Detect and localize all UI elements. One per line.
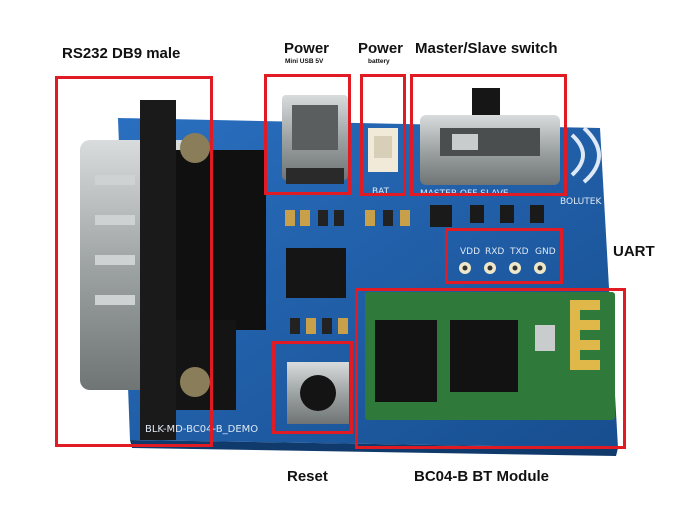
smd-components	[285, 205, 544, 334]
label-power-bat: Power	[358, 40, 404, 57]
slide-switch	[420, 88, 560, 185]
silk-brand: BOLUTEK	[560, 197, 602, 207]
silk-pin-rxd: RXD	[485, 247, 504, 257]
highlight-uart	[445, 228, 563, 284]
silk-pin-gnd: GND	[535, 247, 556, 257]
silk-pin-vdd: VDD	[460, 247, 480, 257]
mini-usb-connector	[282, 95, 348, 184]
label-power-bat-sub: battery	[368, 58, 390, 65]
label-switch: Master/Slave switch	[415, 40, 558, 57]
highlight-bt-module	[355, 288, 626, 449]
db9-connector	[80, 100, 266, 440]
silk-board-name: BLK-MD-BC04-B_DEMO	[145, 424, 258, 435]
highlight-mini-usb	[264, 74, 351, 195]
highlight-battery	[360, 74, 406, 196]
label-bt-module: BC04-B BT Module	[414, 468, 549, 485]
bt-module	[365, 292, 615, 420]
battery-connector	[368, 128, 398, 172]
silk-pin-txd: TXD	[509, 247, 529, 257]
reset-switch	[287, 362, 349, 424]
label-rs232: RS232 DB9 male	[62, 45, 181, 62]
rs232-ic	[286, 248, 346, 298]
bolutek-logo	[570, 126, 601, 184]
label-uart: UART	[613, 243, 655, 260]
highlight-reset	[272, 341, 353, 434]
silk-bat: BAT	[372, 187, 390, 197]
uart-header	[459, 262, 546, 274]
label-reset: Reset	[287, 468, 328, 485]
highlight-switch	[410, 74, 567, 196]
label-power-usb: Power	[284, 40, 330, 57]
label-power-usb-sub: Mini USB 5V	[285, 58, 324, 65]
highlight-rs232	[55, 76, 213, 447]
